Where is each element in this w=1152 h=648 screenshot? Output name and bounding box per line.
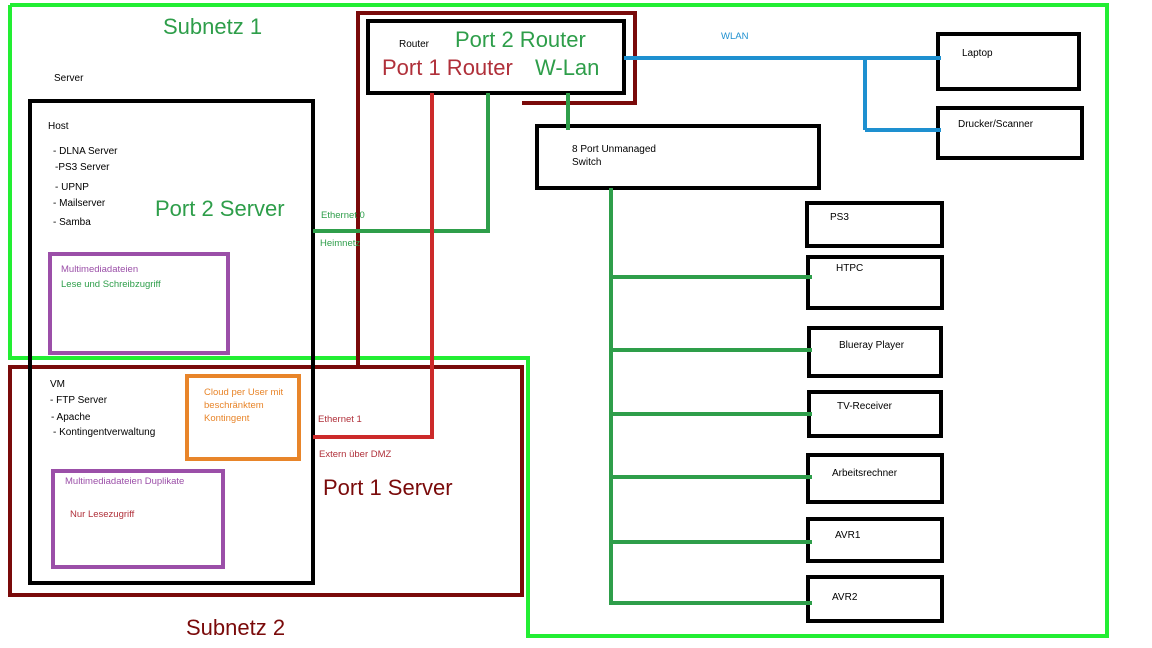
subnet2-frame — [8, 365, 524, 597]
server-label: Server — [54, 73, 84, 84]
vm-label: VM — [50, 379, 65, 390]
router-port1-label: Port 1 Router — [382, 55, 513, 80]
subnet1-label: Subnetz 1 — [163, 14, 263, 39]
cloud-box — [185, 374, 301, 461]
switch-box — [535, 124, 821, 190]
host-service-dlna: - DLNA Server — [53, 146, 118, 157]
device-laptop-label: Laptop — [962, 48, 993, 59]
device-box-blueray — [807, 326, 943, 378]
subnet2-label: Subnetz 2 — [186, 615, 286, 640]
host-service-samba: - Samba — [53, 217, 91, 228]
share-rw-access: Lese und Schreibzugriff — [61, 279, 161, 290]
cloud-line-2: beschränktem — [204, 400, 264, 411]
device-avr2-label: AVR2 — [832, 592, 858, 603]
router-wlan-label: W-Lan — [535, 55, 600, 80]
lan-links — [609, 188, 812, 605]
ethernet1-sub-label: Extern über DMZ — [319, 449, 392, 460]
device-tv-label: TV-Receiver — [837, 401, 893, 412]
ethernet0-link — [313, 93, 490, 233]
host-port-label: Port 2 Server — [155, 196, 285, 221]
device-box-tv — [807, 390, 943, 438]
share-ro-access: Nur Lesezugriff — [70, 509, 135, 520]
device-htpc-label: HTPC — [836, 263, 864, 274]
device-box-ps3 — [805, 201, 944, 248]
laptop-box — [936, 32, 1081, 91]
device-avr1-label: AVR1 — [835, 530, 861, 541]
share-ro-box — [51, 469, 225, 569]
device-box-avr2 — [806, 575, 944, 623]
subnet2-router-frame — [356, 11, 637, 367]
router-port2-label: Port 2 Router — [455, 27, 586, 52]
device-box-avr1 — [806, 517, 944, 563]
vm-service-ftp: - FTP Server — [50, 395, 108, 406]
switch-label-line1: 8 Port Unmanaged — [572, 144, 656, 155]
vm-service-apache: - Apache — [51, 412, 91, 423]
wlan-links — [624, 56, 941, 132]
ethernet1-label: Ethernet 1 — [318, 414, 362, 425]
host-service-ps3: -PS3 Server — [55, 162, 110, 173]
device-blueray-label: Blueray Player — [839, 340, 905, 351]
host-service-mailserver: - Mailserver — [53, 198, 106, 209]
switch-label-line2: Switch — [572, 157, 602, 168]
share-ro-title: Multimediadateien Duplikate — [65, 476, 185, 487]
host-service-upnp: - UPNP — [55, 182, 89, 193]
host-box — [28, 99, 315, 585]
host-label: Host — [48, 121, 69, 132]
wlan-label: WLAN — [721, 31, 749, 42]
vm-service-kontingent: - Kontingentverwaltung — [53, 427, 156, 438]
subnet1-frame — [8, 3, 1109, 638]
printer-box — [936, 106, 1084, 160]
device-ps3-label: PS3 — [830, 212, 849, 223]
device-arbeitsrechner-label: Arbeitsrechner — [832, 468, 898, 479]
cloud-line-3: Kontingent — [204, 413, 250, 424]
cloud-line-1: Cloud per User mit — [204, 387, 284, 398]
device-printer-label: Drucker/Scanner — [958, 119, 1034, 130]
vm-port-label: Port 1 Server — [323, 475, 453, 500]
ethernet0-label: Ethernet 0 — [321, 210, 365, 221]
ethernet1-link — [313, 93, 434, 439]
ethernet0-sub-label: Heimnetz — [320, 238, 361, 249]
share-rw-title: Multimediadateien — [61, 264, 139, 275]
share-rw-box — [48, 252, 230, 355]
router-label: Router — [399, 39, 430, 50]
device-box-htpc — [806, 255, 944, 310]
